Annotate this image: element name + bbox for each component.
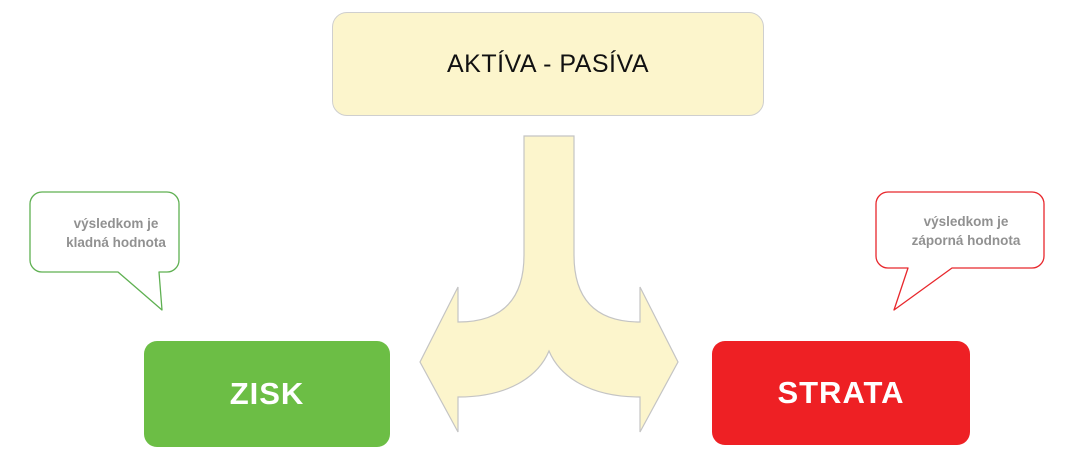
callout-zisk-bubble-icon bbox=[29, 191, 180, 311]
node-aktiva-pasiva-label: AKTÍVA - PASÍVA bbox=[446, 49, 649, 78]
callout-zisk-text: výsledkom je kladná hodnota bbox=[66, 216, 166, 250]
split-arrow-path bbox=[419, 135, 679, 433]
node-strata[interactable]: STRATA bbox=[712, 341, 970, 445]
callout-zisk-bubble-path bbox=[29, 191, 180, 311]
callout-strata[interactable]: výsledkom je záporná hodnota bbox=[874, 190, 1052, 315]
node-strata-label: STRATA bbox=[777, 375, 905, 410]
node-zisk[interactable]: ZISK bbox=[144, 341, 390, 447]
callout-strata-text: výsledkom je záporná hodnota bbox=[911, 214, 1021, 248]
callout-strata-bubble-icon bbox=[875, 191, 1045, 311]
node-zisk-label: ZISK bbox=[229, 376, 305, 411]
callout-zisk[interactable]: výsledkom je kladná hodnota bbox=[28, 190, 188, 315]
split-arrow-icon bbox=[419, 135, 679, 433]
node-aktiva-pasiva[interactable]: AKTÍVA - PASÍVA bbox=[332, 12, 764, 116]
callout-strata-bubble-path bbox=[875, 191, 1045, 311]
